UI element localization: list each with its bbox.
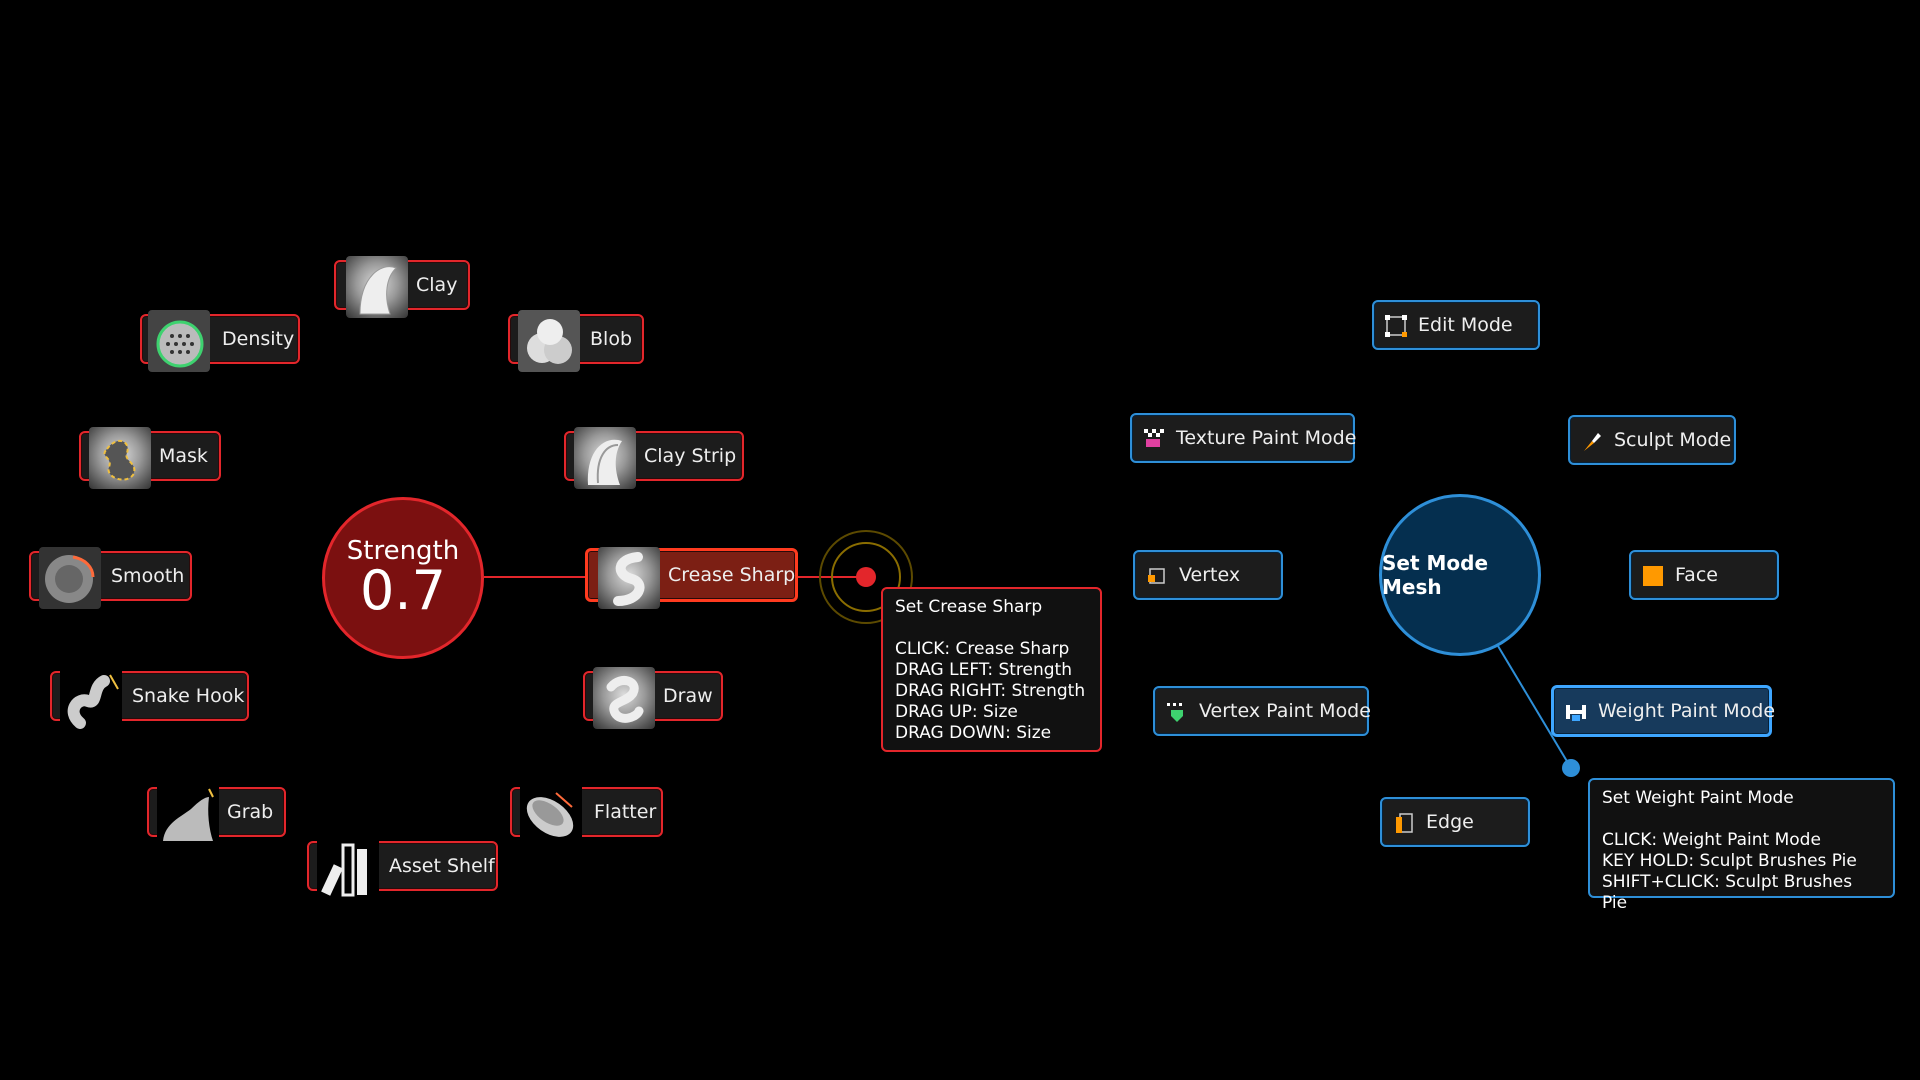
brush-mask-button[interactable]: Mask [79, 427, 221, 489]
brush-blob-button[interactable]: Blob [508, 310, 644, 372]
clay-strip-brush-icon [574, 427, 636, 489]
crease-sharp-tooltip: Set Crease Sharp CLICK: Crease Sharp DRA… [881, 587, 1102, 752]
brush-flatter-label: Flatter [594, 801, 657, 823]
brush-clay-button[interactable]: Clay [334, 256, 470, 318]
tooltip-line: DRAG LEFT: Strength [895, 660, 1072, 680]
crease-sharp-brush-icon [598, 547, 660, 609]
asset-shelf-label: Asset Shelf [389, 855, 495, 877]
brush-grab-label: Grab [227, 801, 274, 823]
face-label: Face [1675, 564, 1718, 586]
tooltip-line: CLICK: Weight Paint Mode [1602, 830, 1821, 850]
vertex-paint-mode-label: Vertex Paint Mode [1199, 700, 1371, 722]
brush-smooth-label: Smooth [111, 565, 185, 587]
tooltip-line: DRAG UP: Size [895, 702, 1018, 722]
smooth-brush-icon [39, 547, 101, 609]
brush-blob-label: Blob [590, 328, 632, 350]
vertex-paint-icon [1167, 703, 1183, 722]
asset-shelf-button[interactable]: Asset Shelf [307, 837, 498, 899]
tooltip-line: CLICK: Crease Sharp [895, 639, 1070, 659]
brush-smooth-button[interactable]: Smooth [29, 547, 192, 609]
density-brush-icon [148, 310, 210, 372]
face-select-icon [1643, 566, 1663, 586]
sculpt-mode-label: Sculpt Mode [1614, 429, 1732, 451]
brush-crease-sharp-button[interactable]: Crease Sharp [585, 547, 798, 609]
tooltip-line: KEY HOLD: Sculpt Brushes Pie [1602, 851, 1857, 871]
brush-clay-strip-button[interactable]: Clay Strip [564, 427, 744, 489]
set-mode-mesh-center[interactable]: Set Mode Mesh [1379, 494, 1541, 656]
vertex-select-icon [1148, 568, 1165, 584]
cursor-dot [856, 567, 876, 587]
tooltip-line: DRAG RIGHT: Strength [895, 681, 1086, 701]
clay-brush-icon [346, 256, 408, 318]
asset-shelf-icon [317, 837, 379, 899]
texture-paint-mode-label: Texture Paint Mode [1176, 427, 1357, 449]
brush-mask-label: Mask [159, 445, 208, 467]
tooltip-title: Set Crease Sharp [895, 597, 1043, 617]
vertex-label: Vertex [1179, 564, 1241, 586]
edit-mode-label: Edit Mode [1418, 314, 1513, 336]
brush-grab-button[interactable]: Grab [147, 783, 286, 845]
weight-paint-mode-label: Weight Paint Mode [1598, 700, 1776, 722]
snake-hook-brush-icon [60, 667, 122, 729]
strength-center-dial[interactable]: Strength 0.7 [322, 497, 484, 659]
edit-mode-button[interactable]: Edit Mode [1372, 300, 1540, 350]
texture-paint-mode-button[interactable]: Texture Paint Mode [1130, 413, 1357, 463]
weight-paint-tooltip: Set Weight Paint Mode CLICK: Weight Pain… [1588, 778, 1895, 913]
vertex-select-button[interactable]: Vertex [1133, 550, 1283, 600]
sculpt-mode-button[interactable]: Sculpt Mode [1568, 415, 1736, 465]
tooltip-title: Set Weight Paint Mode [1602, 788, 1794, 808]
weight-paint-mode-button[interactable]: Weight Paint Mode [1551, 685, 1776, 737]
brush-snake-hook-button[interactable]: Snake Hook [50, 667, 249, 729]
face-select-button[interactable]: Face [1629, 550, 1779, 600]
brush-draw-label: Draw [663, 685, 713, 707]
weight-paint-icon [1566, 705, 1586, 721]
grab-brush-icon [157, 783, 219, 845]
brush-draw-button[interactable]: Draw [583, 667, 723, 729]
edit-mode-icon [1385, 315, 1407, 337]
brush-flatter-button[interactable]: Flatter [510, 783, 663, 845]
edge-label: Edge [1426, 811, 1474, 833]
vertex-paint-mode-button[interactable]: Vertex Paint Mode [1153, 686, 1371, 736]
blob-brush-icon [518, 310, 580, 372]
strength-title: Strength [346, 536, 460, 566]
edge-select-button[interactable]: Edge [1380, 797, 1530, 847]
mode-pie-title: Set Mode Mesh [1382, 551, 1489, 599]
mode-cursor-dot [1562, 759, 1580, 777]
strength-value: 0.7 [360, 559, 446, 622]
tooltip-line: SHIFT+CLICK: Sculpt Brushes Pie [1602, 872, 1853, 913]
brush-density-button[interactable]: Density [140, 310, 300, 372]
texture-paint-icon [1144, 429, 1164, 447]
tooltip-line: DRAG DOWN: Size [895, 723, 1052, 743]
mask-brush-icon [89, 427, 151, 489]
brush-clay-strip-label: Clay Strip [644, 445, 737, 467]
brush-clay-label: Clay [416, 274, 458, 296]
brush-crease-sharp-label: Crease Sharp [668, 564, 796, 586]
edge-select-icon [1396, 813, 1413, 833]
flatter-brush-icon [520, 783, 582, 845]
brush-snake-hook-label: Snake Hook [132, 685, 245, 707]
brush-density-label: Density [222, 328, 295, 350]
draw-brush-icon [593, 667, 655, 729]
sculpt-mode-icon [1584, 433, 1601, 451]
